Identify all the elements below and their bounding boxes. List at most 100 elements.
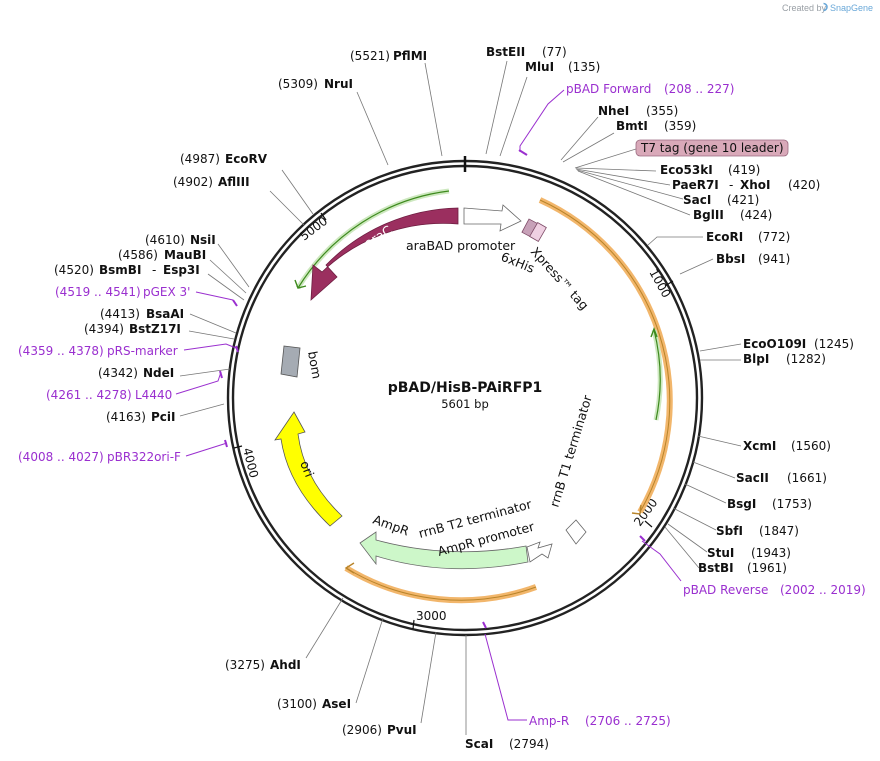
site-BstZ17I[interactable]: (4394) BstZ17I bbox=[84, 322, 181, 336]
tick-3000: 3000 bbox=[412, 609, 447, 630]
site-PvuI-name: PvuI bbox=[387, 723, 417, 737]
site-PflMI[interactable]: (5521) PflMI bbox=[350, 49, 427, 63]
site-BlpI-name: BlpI bbox=[743, 352, 769, 366]
site-BmtI-name: BmtI bbox=[616, 119, 648, 133]
t7tag-box bbox=[635, 139, 789, 157]
site-NdeI[interactable]: (4342) NdeI bbox=[98, 366, 174, 380]
site-BsgI-pos: (1753) bbox=[772, 497, 812, 511]
site-NsiI-name: NsiI bbox=[190, 233, 216, 247]
primer-pbad-reverse[interactable]: pBAD Reverse (2002 .. 2019) bbox=[683, 583, 866, 597]
site-PvuI[interactable]: (2906) PvuI bbox=[342, 723, 417, 737]
primer-l4440-range: (4261 .. 4278) bbox=[46, 388, 132, 402]
primer-prs-marker-range: (4359 .. 4378) bbox=[18, 344, 104, 358]
site-AflIII-name: AflIII bbox=[218, 175, 250, 189]
site-BsaAI-pos: (4413) bbox=[100, 307, 140, 321]
primer-pbad-reverse-name: pBAD Reverse bbox=[683, 583, 768, 597]
primer-amp-r[interactable]: Amp-R (2706 .. 2725) bbox=[529, 714, 671, 728]
site-BmtI[interactable]: BmtI (359) bbox=[616, 119, 696, 133]
site-BsaAI[interactable]: (4413) BsaAI bbox=[100, 307, 184, 321]
rrnb-t1-label: rrnB T1 terminator bbox=[547, 392, 596, 508]
site-PvuI-pos: (2906) bbox=[342, 723, 382, 737]
site-XcmI[interactable]: XcmI (1560) bbox=[743, 439, 831, 453]
site-SbfI[interactable]: SbfI (1847) bbox=[716, 524, 799, 538]
site-Esp3I-name: Esp3I bbox=[163, 263, 200, 277]
site-NruI[interactable]: (5309) NruI bbox=[278, 77, 353, 91]
map-name: pBAD/HisB-PAiRFP1 bbox=[388, 380, 543, 396]
site-PaeR7I-pos: (420) bbox=[788, 178, 820, 192]
tick-5000: 5000 bbox=[297, 212, 330, 243]
site-StuI-pos: (1943) bbox=[751, 546, 791, 560]
primer-pbad-forward[interactable]: pBAD Forward (208 .. 227) bbox=[566, 82, 734, 96]
site-AhdI-name: AhdI bbox=[270, 658, 301, 672]
site-StuI[interactable]: StuI (1943) bbox=[707, 546, 791, 560]
orf-small-arc-line bbox=[653, 329, 661, 421]
primer-prs-marker[interactable]: (4359 .. 4378) pRS-marker bbox=[18, 344, 178, 358]
primer-pbr322ori-f[interactable]: (4008 .. 4027) pBR322ori-F bbox=[18, 450, 181, 464]
site-NheI[interactable]: NheI (355) bbox=[598, 104, 678, 118]
site-BbsI-name: BbsI bbox=[716, 252, 745, 266]
primer-pbad-reverse-range: (2002 .. 2019) bbox=[780, 583, 866, 597]
ori-label: ori bbox=[297, 459, 317, 480]
site-AseI[interactable]: (3100) AseI bbox=[277, 697, 351, 711]
primer-pgex3[interactable]: (4519 .. 4541) pGEX 3' bbox=[55, 285, 190, 299]
site-BsgI[interactable]: BsgI (1753) bbox=[727, 497, 812, 511]
primer-l4440[interactable]: (4261 .. 4278) L4440 bbox=[46, 388, 172, 402]
site-NruI-name: NruI bbox=[324, 77, 353, 91]
site-BsmBI-Esp3I[interactable]: (4520) BsmBI - Esp3I bbox=[54, 263, 200, 277]
primer-prs-marker-name: pRS-marker bbox=[107, 344, 178, 358]
site-MluI-name: MluI bbox=[525, 60, 554, 74]
tick-1000: 1000 bbox=[646, 267, 673, 301]
site-EcoRI-pos: (772) bbox=[758, 230, 790, 244]
site-Eco53kI[interactable]: Eco53kI (419) bbox=[660, 163, 760, 177]
site-NdeI-pos: (4342) bbox=[98, 366, 138, 380]
site-BstBI[interactable]: BstBI (1961) bbox=[698, 561, 787, 575]
ampr-promoter-feature bbox=[526, 541, 553, 563]
site-NsiI[interactable]: (4610) NsiI bbox=[145, 233, 216, 247]
t7tag-feature[interactable]: T7 tag (gene 10 leader) bbox=[635, 139, 789, 157]
site-MauBI-pos: (4586) bbox=[118, 248, 158, 262]
site-SacII[interactable]: SacII (1661) bbox=[736, 471, 827, 485]
ampr-feature bbox=[359, 531, 529, 570]
site-BlpI[interactable]: BlpI (1282) bbox=[743, 352, 826, 366]
site-EcoRI[interactable]: EcoRI (772) bbox=[706, 230, 790, 244]
snapgene-brand: SnapGene bbox=[830, 3, 873, 13]
site-PaeR7I-XhoI[interactable]: PaeR7I - XhoI (420) bbox=[672, 178, 820, 192]
site-NsiI-pos: (4610) bbox=[145, 233, 185, 247]
site-NheI-pos: (355) bbox=[646, 104, 678, 118]
arabad-promoter-feature bbox=[463, 204, 522, 232]
site-BsmBI-dash: - bbox=[152, 263, 156, 277]
site-AhdI[interactable]: (3275) AhdI bbox=[225, 658, 301, 672]
site-MluI[interactable]: MluI (135) bbox=[525, 60, 600, 74]
site-EcoRV-pos: (4987) bbox=[180, 152, 220, 166]
primer-amp-r-name: Amp-R bbox=[529, 714, 569, 728]
primer-l4440-name: L4440 bbox=[135, 388, 172, 402]
site-PflMI-pos: (5521) bbox=[350, 49, 390, 63]
site-PciI[interactable]: (4163) PciI bbox=[106, 410, 176, 424]
site-EcoRV[interactable]: (4987) EcoRV bbox=[180, 152, 268, 166]
site-leader-lines bbox=[179, 60, 742, 735]
site-ScaI-pos: (2794) bbox=[509, 737, 549, 751]
site-SacI-name: SacI bbox=[683, 193, 711, 207]
site-BglII-pos: (424) bbox=[740, 208, 772, 222]
site-AflIII-pos: (4902) bbox=[173, 175, 213, 189]
site-NdeI-name: NdeI bbox=[143, 366, 174, 380]
site-ScaI-name: ScaI bbox=[465, 737, 493, 751]
created-by-label: Created by bbox=[782, 3, 827, 13]
site-SacI[interactable]: SacI (421) bbox=[683, 193, 759, 207]
site-BbsI[interactable]: BbsI (941) bbox=[716, 252, 790, 266]
site-EcoO109I[interactable]: EcoO109I (1245) bbox=[743, 337, 854, 351]
site-BbsI-pos: (941) bbox=[758, 252, 790, 266]
site-BglII[interactable]: BglII (424) bbox=[693, 208, 772, 222]
site-MluI-pos: (135) bbox=[568, 60, 600, 74]
site-BsmBI-pos: (4520) bbox=[54, 263, 94, 277]
site-AflIII[interactable]: (4902) AflIII bbox=[173, 175, 250, 189]
site-MauBI-name: MauBI bbox=[164, 248, 206, 262]
site-XcmI-pos: (1560) bbox=[791, 439, 831, 453]
site-AhdI-pos: (3275) bbox=[225, 658, 265, 672]
site-ScaI[interactable]: ScaI (2794) bbox=[465, 737, 549, 751]
site-EcoO109I-pos: (1245) bbox=[814, 337, 854, 351]
site-BstEII[interactable]: BstEII (77) bbox=[486, 45, 567, 59]
site-XhoI-name: XhoI bbox=[740, 178, 771, 192]
site-MauBI[interactable]: (4586) MauBI bbox=[118, 248, 206, 262]
